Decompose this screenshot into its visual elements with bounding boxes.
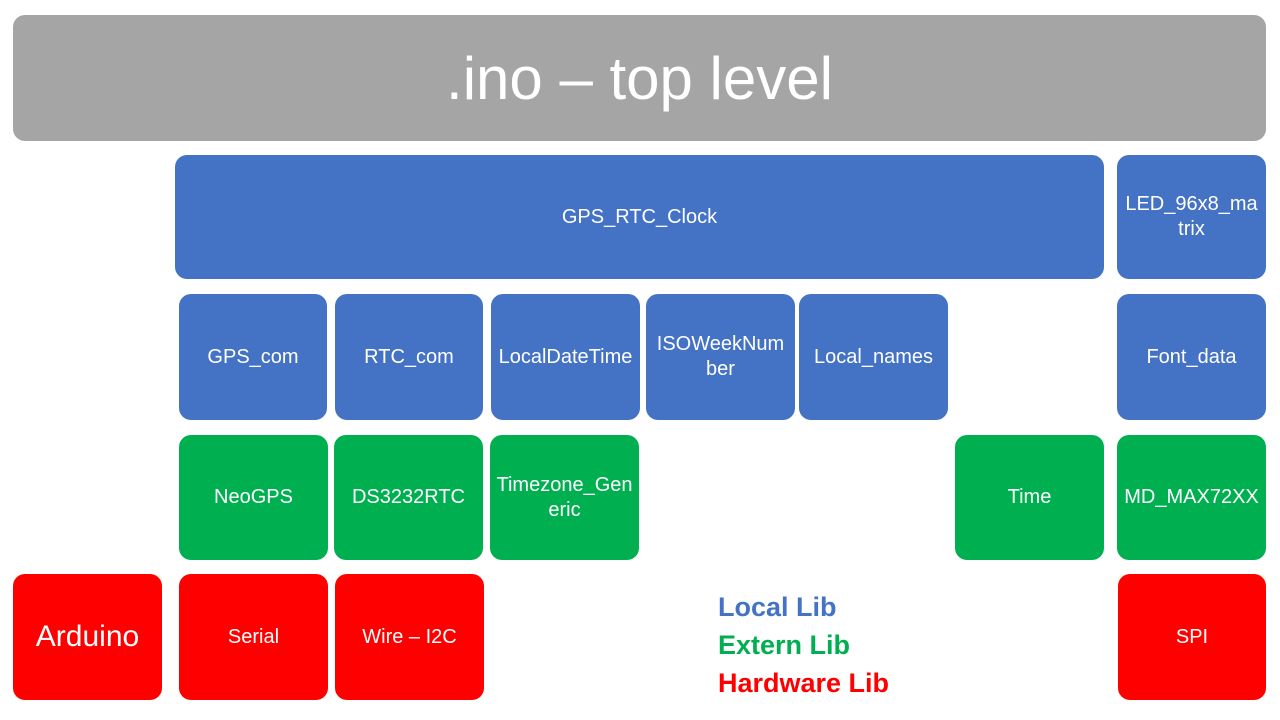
wire-i2c-box: Wire – I2C (335, 574, 484, 700)
serial-box: Serial (179, 574, 328, 700)
localdatetime-box: LocalDateTime (491, 294, 640, 420)
neogps-box: NeoGPS (179, 435, 328, 560)
gps-com-box: GPS_com (179, 294, 327, 420)
legend-extern-lib: Extern Lib (718, 630, 851, 660)
isoweeknumber-box: ISOWeekNumber (646, 294, 795, 420)
legend: Local Lib Extern Lib Hardware Lib (718, 588, 889, 702)
spi-box: SPI (1118, 574, 1266, 700)
top-level-box: .ino – top level (13, 15, 1266, 141)
md-max72xx-box: MD_MAX72XX (1117, 435, 1266, 560)
timezone-generic-box: Timezone_Generic (490, 435, 639, 560)
time-box: Time (955, 435, 1104, 560)
arduino-box: Arduino (13, 574, 162, 700)
rtc-com-box: RTC_com (335, 294, 483, 420)
ds3232rtc-box: DS3232RTC (334, 435, 483, 560)
legend-local-lib: Local Lib (718, 592, 837, 622)
font-data-box: Font_data (1117, 294, 1266, 420)
local-names-box: Local_names (799, 294, 948, 420)
legend-hardware-lib: Hardware Lib (718, 668, 890, 698)
gps-rtc-clock-box: GPS_RTC_Clock (175, 155, 1104, 279)
led-matrix-box: LED_96x8_matrix (1117, 155, 1266, 279)
